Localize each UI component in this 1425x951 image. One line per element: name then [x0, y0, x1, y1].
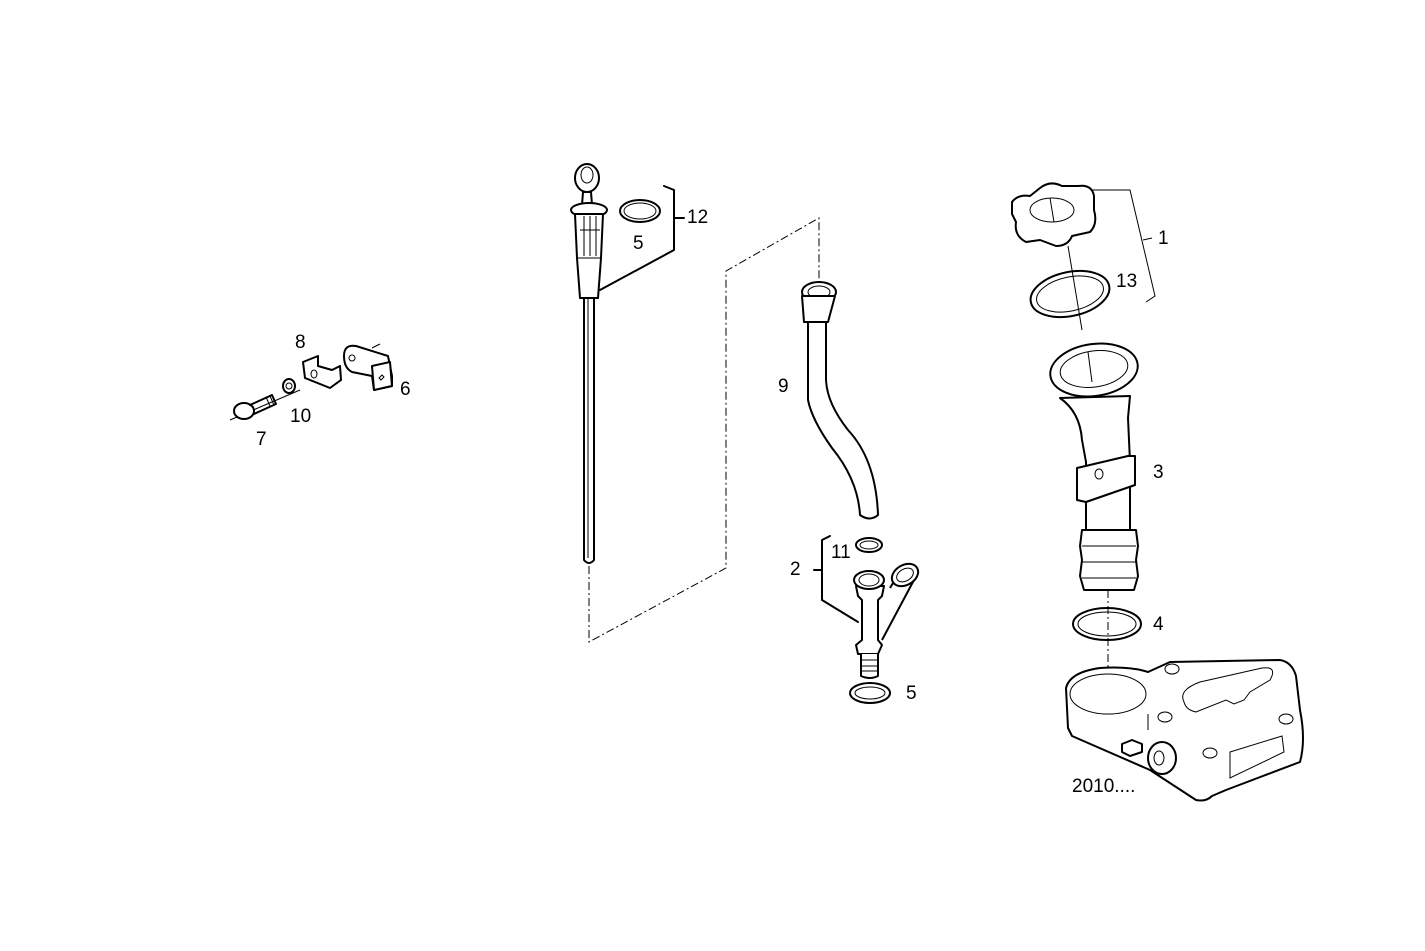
clip-part — [302, 355, 342, 389]
callout-8: 8 — [295, 332, 306, 353]
callout-9: 9 — [778, 376, 789, 397]
housing-part — [1065, 659, 1304, 802]
callout-5-dipstick: 5 — [633, 233, 644, 254]
cap-seal-part — [1029, 269, 1111, 319]
o-ring-small-part — [855, 537, 883, 553]
leader-line — [1090, 189, 1156, 303]
callout-10: 10 — [290, 406, 312, 427]
y-pipe-part — [853, 562, 920, 679]
callout-6: 6 — [400, 379, 411, 400]
callout-2: 2 — [790, 559, 801, 580]
filler-neck-part — [1049, 342, 1139, 591]
callout-13: 13 — [1116, 271, 1138, 292]
dipstick-part — [570, 163, 608, 564]
o-ring-part — [1072, 607, 1142, 641]
leader-line — [599, 185, 675, 291]
callout-5-branch: 5 — [906, 683, 917, 704]
callout-11: 11 — [831, 542, 851, 563]
reference-note: 2010.... — [1072, 776, 1136, 797]
bracket-part — [343, 343, 393, 391]
callout-12: 12 — [687, 207, 709, 228]
bolt-part — [229, 389, 301, 421]
o-ring-part — [849, 682, 891, 704]
washer-part — [282, 378, 296, 394]
tube-part — [801, 281, 879, 520]
callout-4: 4 — [1153, 614, 1164, 635]
callout-1: 1 — [1158, 228, 1169, 249]
callout-3: 3 — [1153, 462, 1164, 483]
centerline — [588, 217, 820, 643]
o-ring-part — [619, 199, 661, 223]
filler-cap-part — [1011, 182, 1097, 247]
callout-7: 7 — [256, 429, 267, 450]
